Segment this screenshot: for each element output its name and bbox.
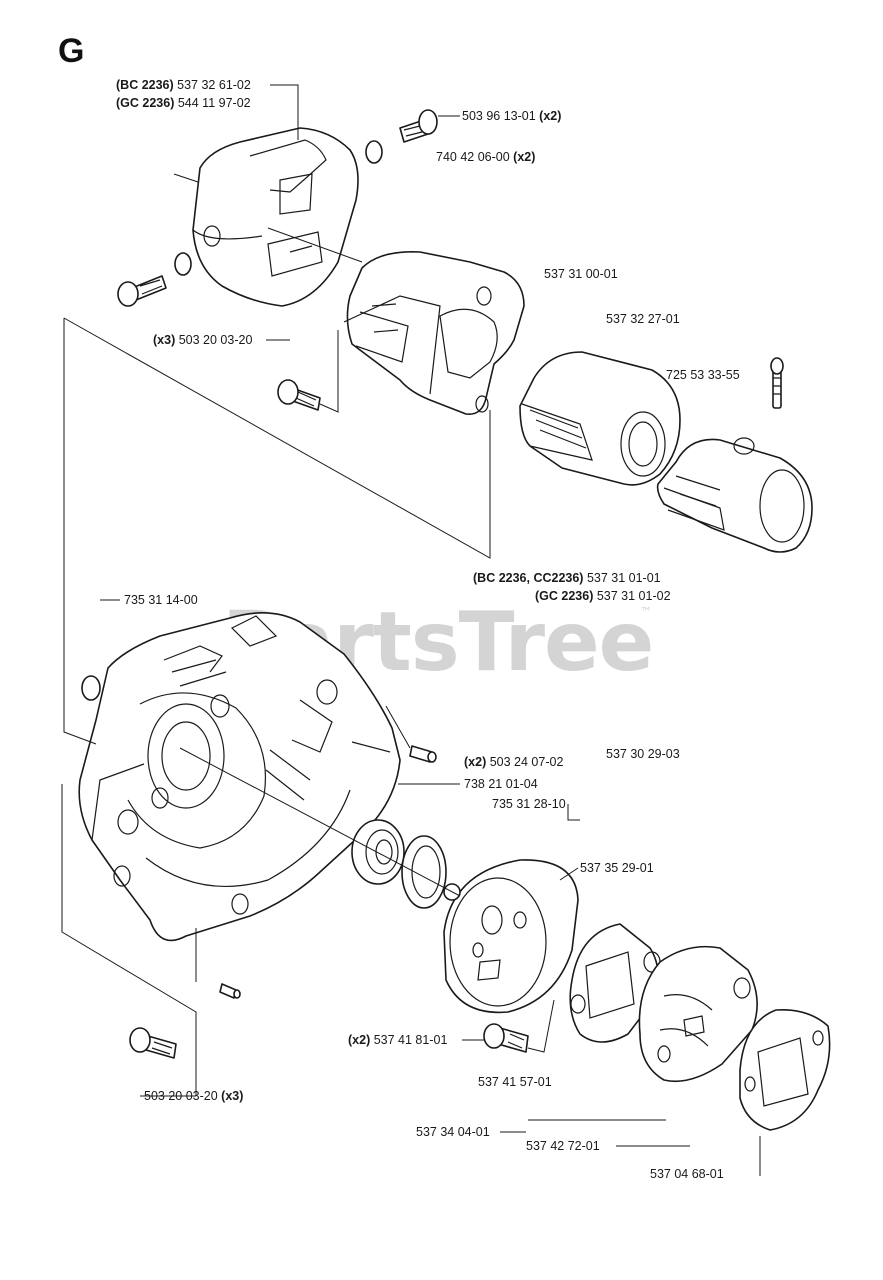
- callout-bearing: 738 21 01-04: [464, 777, 538, 791]
- callout-screw-top: 503 96 13-01 (x2): [462, 109, 561, 123]
- callout-washer: 537 41 57-01: [478, 1075, 552, 1089]
- callout-seal: 735 31 28-10: [492, 797, 566, 811]
- o-ring-left-part[interactable]: [174, 252, 192, 276]
- clutch-drum-part[interactable]: [443, 859, 579, 1014]
- shoulder-screw-part[interactable]: [483, 1023, 529, 1053]
- watermark-trademark: ™: [640, 605, 652, 619]
- callout-clamp-screw: 725 53 33-55: [666, 368, 740, 382]
- screw-left-part[interactable]: [117, 275, 167, 307]
- callout-plate: 537 04 68-01: [650, 1167, 724, 1181]
- callout-boom-holder: 537 32 27-01: [606, 312, 680, 326]
- bearing-part[interactable]: [351, 819, 405, 885]
- boom-holder-part[interactable]: [519, 351, 681, 486]
- cylinder-part[interactable]: [343, 251, 525, 415]
- clutch-assembly-part[interactable]: [638, 945, 758, 1083]
- clamp-screw-part[interactable]: [770, 357, 784, 409]
- callout-cover: (BC 2236) 537 32 61-02 (GC 2236) 544 11 …: [116, 78, 251, 110]
- screw-cylinder-part[interactable]: [277, 379, 321, 411]
- svg-text:(GC 2236) 544 11 97-02: (GC 2236) 544 11 97-02: [116, 96, 251, 110]
- o-ring-top-part[interactable]: [365, 140, 383, 164]
- svg-text:(BC 2236) 537 32 61-02: (BC 2236) 537 32 61-02: [116, 78, 251, 92]
- cylinder-cover-part[interactable]: [192, 127, 359, 307]
- callout-screw-x3: (x3) 503 20 03-20: [153, 333, 252, 347]
- callout-clutch: 537 34 04-01: [416, 1125, 490, 1139]
- boom-clamp-part[interactable]: [656, 437, 813, 553]
- callout-drum: 537 35 29-01: [580, 861, 654, 875]
- cover-bc-number: 537 32 61-02: [177, 78, 251, 92]
- screw-top-part[interactable]: [399, 109, 438, 143]
- callout-pin: (x2) 503 24 07-02: [464, 755, 563, 769]
- crankcase-part[interactable]: [78, 612, 401, 942]
- callout-shoulder-screw: (x2) 537 41 81-01: [348, 1033, 447, 1047]
- cover-bc-qualifier: (BC 2236): [116, 78, 174, 92]
- callout-housing: 537 30 29-03: [606, 747, 680, 761]
- callout-crankcase: 735 31 14-00: [124, 593, 198, 607]
- cover-gc-qualifier: (GC 2236): [116, 96, 174, 110]
- callout-spring: 537 42 72-01: [526, 1139, 600, 1153]
- clutch-plate-part[interactable]: [739, 1009, 831, 1131]
- seal-part[interactable]: [401, 835, 447, 909]
- callout-o-ring: 740 42 06-00 (x2): [436, 150, 535, 164]
- cover-gc-number: 544 11 97-02: [178, 96, 251, 110]
- washer-plate-part[interactable]: [569, 923, 661, 1043]
- callout-clamp-gc: (GC 2236) 537 31 01-02: [535, 589, 671, 603]
- callout-clamp-bc: (BC 2236, CC2236) 537 31 01-01: [473, 571, 661, 585]
- callout-cylinder: 537 31 00-01: [544, 267, 618, 281]
- screw-bottom-part[interactable]: [129, 1027, 177, 1059]
- pin-right-part[interactable]: [409, 745, 437, 763]
- section-letter: G: [58, 32, 84, 70]
- pin-bottom-part[interactable]: [219, 983, 241, 999]
- callout-screw-bottom: 503 20 03-20 (x3): [144, 1089, 243, 1103]
- leader-lines: [61, 84, 761, 1176]
- o-ring-crankcase-part[interactable]: [81, 675, 101, 701]
